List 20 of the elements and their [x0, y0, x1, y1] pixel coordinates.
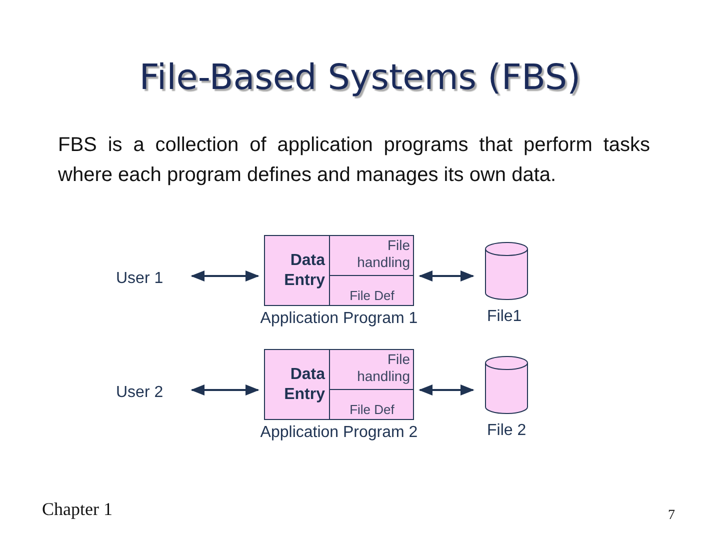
description-paragraph: FBS is a collection of application programs that perform tasks where each program defines and manages its own data.: [58, 133, 650, 188]
file-caption: File 2: [487, 422, 526, 440]
cell-text: Data Entry: [283, 251, 325, 290]
cell-text: File handling: [356, 237, 410, 271]
cell-text: File Def: [350, 402, 394, 418]
program-caption: Application Program 2: [260, 424, 418, 442]
double-arrow: [418, 384, 474, 396]
cell-text: Data Entry: [283, 365, 325, 404]
file-caption: File1: [487, 308, 522, 326]
double-arrow: [418, 270, 474, 282]
chapter-label: Chapter 1: [42, 499, 112, 520]
cell-text: File Def: [350, 288, 394, 304]
double-arrow: [190, 384, 260, 396]
double-arrow: [190, 270, 260, 282]
cell-text: File handling: [356, 351, 410, 385]
page-number: 7: [668, 508, 675, 524]
user-label: User 1: [116, 269, 164, 289]
program-caption: Application Program 1: [260, 310, 418, 328]
slide-title: File-Based Systems (FBS): [139, 58, 581, 98]
user-label: User 2: [116, 383, 164, 403]
